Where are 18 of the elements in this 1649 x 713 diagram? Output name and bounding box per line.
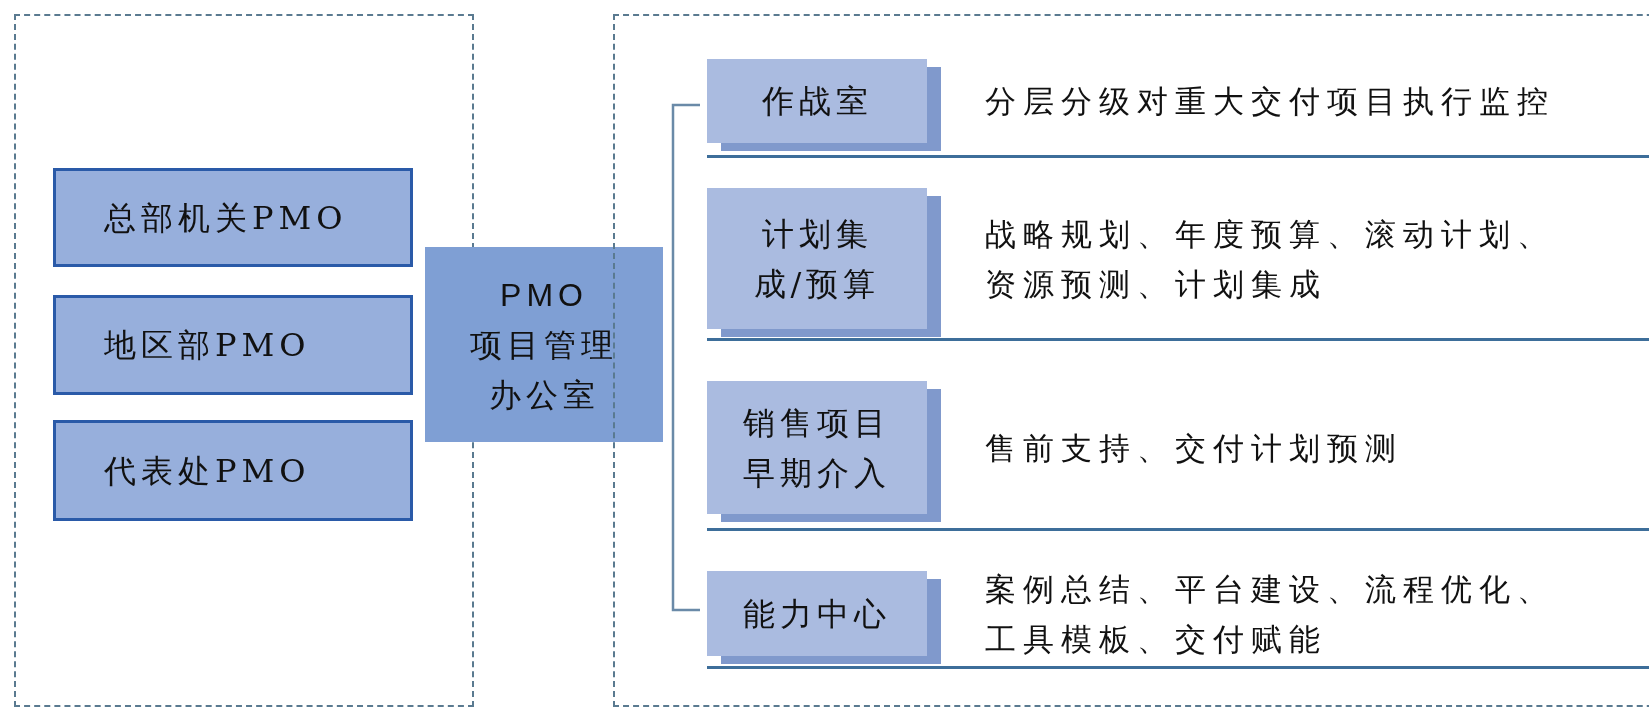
description-text: 分层分级对重大交付项目执行监控 xyxy=(985,82,1556,121)
pmo-unit-box xyxy=(53,168,413,267)
description-text: 售前支持、交付计划预测 xyxy=(985,428,1404,468)
box-label: 项目管理办公室 xyxy=(469,324,619,416)
box-label: 总部机关PMO xyxy=(104,197,348,239)
box-label: PMO xyxy=(500,275,588,315)
description-text: 案例总结、平台建设、流程优化、工具模板、交付赋能 xyxy=(985,569,1556,659)
box-label: 能力中心 xyxy=(742,593,892,635)
box-label: 作战室 xyxy=(760,81,874,122)
pmo-unit-box xyxy=(53,420,413,521)
pmo-box xyxy=(425,247,663,442)
box-label: 地区部PMO xyxy=(104,325,311,366)
pmo-unit-box xyxy=(53,295,413,395)
box-label: 计划集成/预算 xyxy=(752,213,882,305)
box-label: 销售项目早期介入 xyxy=(742,402,892,494)
description-text: 战略规划、年度预算、滚动计划、资源预测、计划集成 xyxy=(985,214,1556,304)
box-label: 代表处PMO xyxy=(104,450,311,492)
dashed-panel xyxy=(613,14,1649,707)
